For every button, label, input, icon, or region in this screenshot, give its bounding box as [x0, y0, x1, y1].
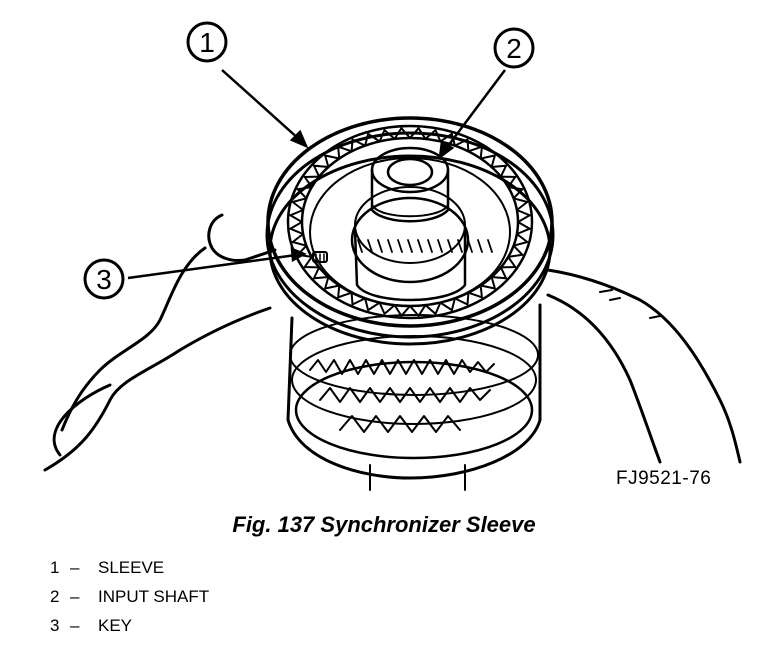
legend-number: 1: [50, 558, 60, 577]
sleeve-tooth: [364, 132, 381, 146]
figure-code: FJ9521-76: [616, 468, 712, 489]
sleeve-tooth: [378, 128, 396, 142]
legend-number: 3: [50, 616, 60, 635]
sleeve-tooth: [302, 175, 320, 188]
legend-dash: –: [70, 558, 80, 577]
callout-number: 3: [96, 264, 112, 295]
sleeve-tooth: [454, 292, 470, 307]
sleeve-tooth: [378, 302, 396, 316]
callout-number: 1: [199, 27, 215, 58]
legend-label: SLEEVE: [98, 558, 165, 577]
sleeve-tooth: [288, 221, 304, 235]
sleeve-tooth: [288, 209, 304, 223]
sleeve-tooth: [513, 197, 530, 211]
sleeve-tooth: [290, 197, 307, 211]
sleeve-teeth-marks: [288, 126, 532, 318]
sleeve-tooth: [323, 154, 340, 168]
sleeve-tooth: [500, 256, 518, 269]
sleeve-tooth: [409, 126, 427, 140]
sleeve-tooth: [323, 276, 340, 290]
sleeve-tooth: [480, 276, 497, 290]
sleeve-tooth: [302, 256, 320, 269]
fixture-arms: [43, 213, 742, 472]
sleeve-tooth: [350, 137, 366, 152]
sleeve-tooth: [516, 221, 532, 235]
sleeve-tooth: [508, 186, 525, 199]
sleeve-tooth: [516, 209, 532, 223]
sleeve-tooth: [480, 154, 497, 168]
key: [312, 251, 328, 263]
sleeve-tooth: [393, 126, 411, 140]
sleeve-tooth: [312, 266, 329, 280]
sleeve-tooth: [336, 145, 352, 159]
sleeve-tooth: [439, 298, 456, 312]
sleeve-tooth: [409, 304, 427, 318]
legend-item: 1–SLEEVE: [50, 556, 209, 585]
sleeve-tooth: [424, 302, 442, 316]
sleeve-tooth: [336, 285, 352, 299]
sleeve-tooth: [468, 145, 484, 159]
callout-3: 3: [83, 258, 125, 300]
figure-caption: Fig. 137 Synchronizer Sleeve: [232, 512, 536, 537]
sleeve-tooth: [508, 245, 525, 258]
legend-dash: –: [70, 587, 80, 606]
callout-number: 2: [506, 33, 522, 64]
sleeve-tooth: [468, 285, 484, 299]
sleeve-tooth: [393, 304, 411, 318]
callout-leaders: [127, 69, 506, 280]
sleeve-tooth: [424, 128, 442, 142]
legend-label: KEY: [98, 616, 133, 635]
sleeve: [265, 116, 555, 346]
sleeve-tooth: [312, 164, 329, 178]
legend: 1–SLEEVE 2–INPUT SHAFT 3–KEY: [50, 556, 209, 643]
sleeve-tooth: [513, 233, 530, 247]
legend-item: 3–KEY: [50, 614, 209, 643]
legend-item: 2–INPUT SHAFT: [50, 585, 209, 614]
legend-label: INPUT SHAFT: [98, 587, 210, 606]
sleeve-tooth: [439, 132, 456, 146]
sleeve-tooth: [364, 298, 381, 312]
sleeve-tooth: [500, 175, 518, 188]
legend-number: 2: [50, 587, 60, 606]
synchronizer-illustration: 1 2 3: [43, 21, 742, 491]
callout-1: 1: [186, 21, 228, 63]
callout-2: 2: [493, 27, 535, 69]
sleeve-tooth: [454, 137, 470, 152]
sleeve-tooth: [491, 164, 508, 178]
sleeve-tooth: [350, 292, 366, 307]
sleeve-tooth: [295, 186, 312, 199]
input-shaft: [350, 146, 493, 302]
sleeve-tooth: [290, 233, 307, 247]
gear-stack: [286, 303, 542, 491]
sleeve-tooth: [491, 266, 508, 280]
legend-dash: –: [70, 616, 80, 635]
